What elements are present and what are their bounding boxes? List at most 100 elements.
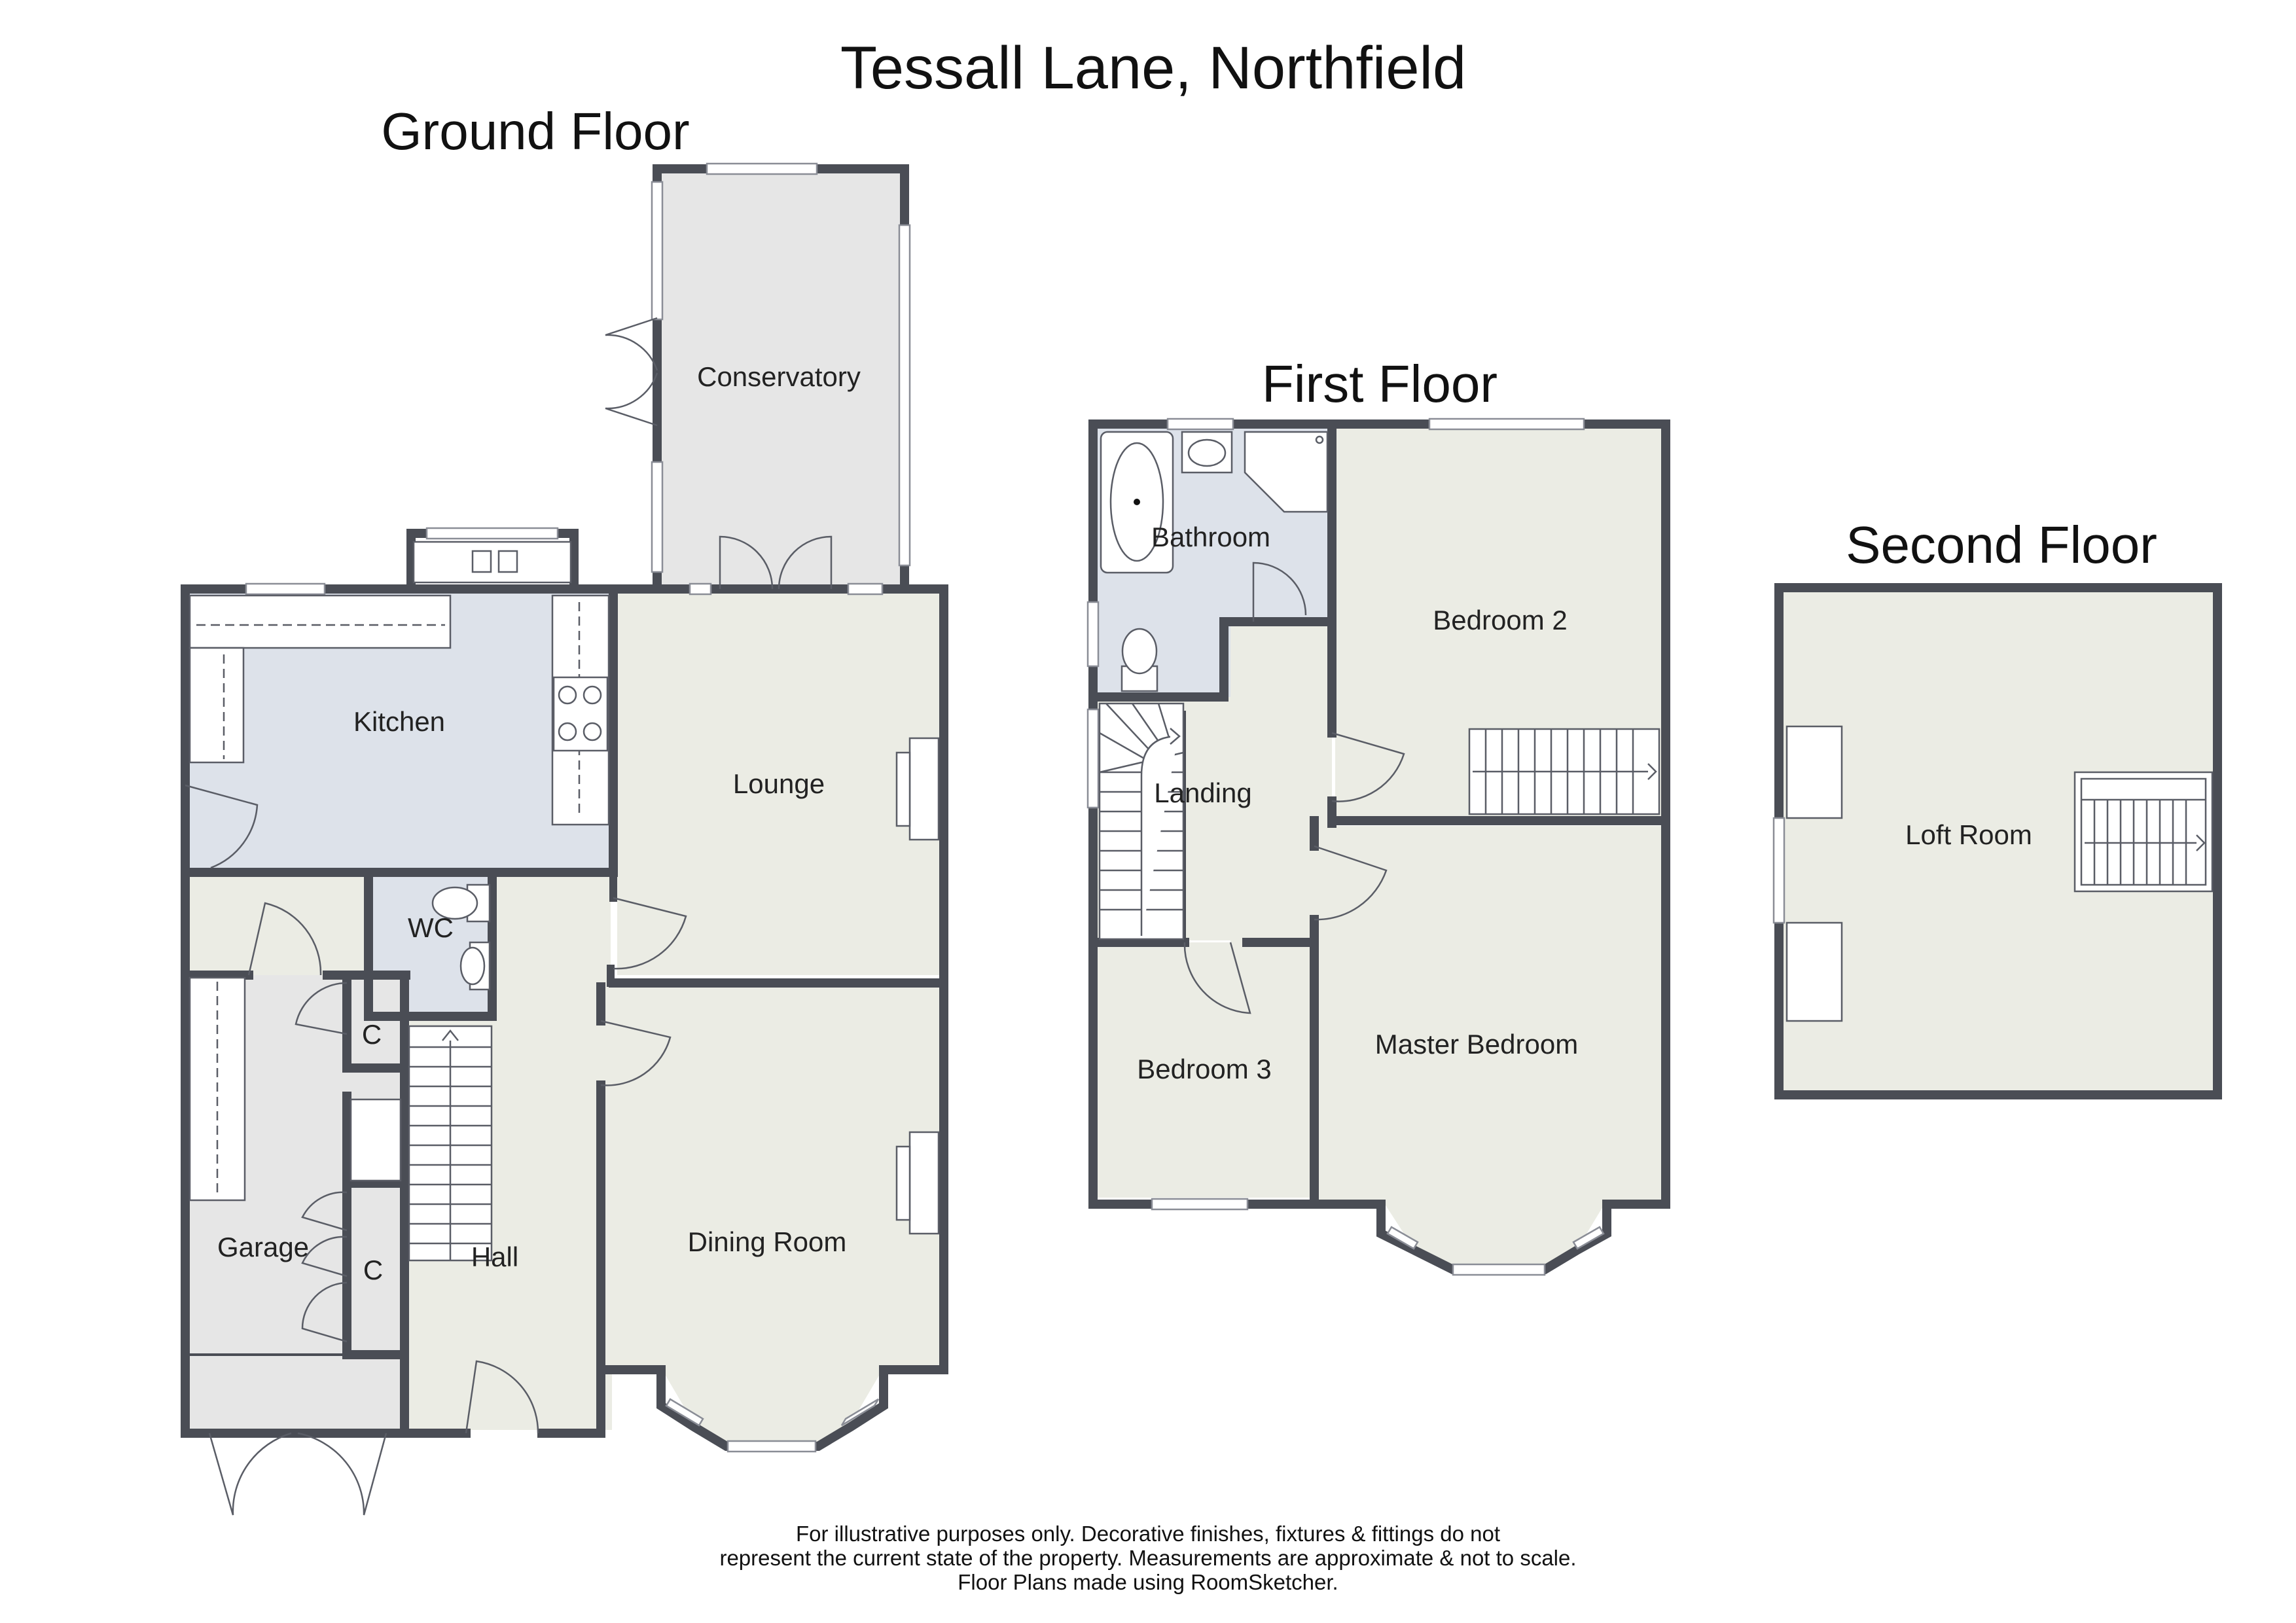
lounge-hearth (895, 751, 911, 827)
cupboard-1-walls (342, 971, 409, 1073)
loft-stair-opening (2073, 771, 2214, 893)
loft-eaves-storage-2 (1785, 921, 1843, 1022)
bedroom3-label: Bedroom 3 (1137, 1054, 1271, 1084)
kitchen-sink-counter (412, 541, 572, 584)
front-door (465, 1360, 539, 1434)
master-bay-floor (1382, 1200, 1607, 1266)
landing-label: Landing (1154, 777, 1251, 808)
bathroom-window (1166, 418, 1234, 431)
utility-door (247, 902, 322, 976)
wc-label: WC (408, 912, 454, 943)
wc-toilet-icon (431, 886, 478, 920)
loft-stairs (1468, 728, 1660, 815)
second-floor-title: Second Floor (1846, 516, 2157, 574)
bathroom-side-window (1086, 601, 1100, 668)
bedroom2-window (1428, 418, 1585, 431)
first-floor-outer-walls (1088, 419, 1670, 1274)
bath-toilet-icon (1121, 628, 1158, 675)
first-floor-title: First Floor (1262, 355, 1498, 413)
dining-bay-floor (661, 1368, 884, 1443)
hall-label: Hall (471, 1241, 518, 1272)
basin-icon (1187, 438, 1227, 467)
disclaimer: For illustrative purposes only. Decorati… (559, 1522, 1737, 1594)
dining-fireplace (908, 1131, 940, 1235)
conservatory-window-left-1 (651, 181, 664, 321)
disclaimer-line-1: For illustrative purposes only. Decorati… (795, 1522, 1501, 1546)
conservatory-window-top (706, 162, 818, 175)
kitchen-worktop-top (188, 594, 452, 649)
kitchen-back-door (185, 784, 259, 869)
conservatory-side-door-2 (605, 372, 658, 427)
bathroom-door (1252, 562, 1307, 622)
dining-floor (601, 987, 939, 1368)
kitchen-worktop-left (188, 647, 245, 764)
property-title: Tessall Lane, Northfield (840, 35, 1466, 101)
garage-label: Garage (217, 1232, 309, 1262)
bathroom-bottom-walls (1088, 617, 1336, 702)
utility-floor (185, 870, 366, 975)
hob-ring (558, 685, 577, 705)
bedroom2-door (1331, 732, 1405, 802)
bathroom-label: Bathroom (1151, 522, 1270, 552)
dining-hearth (895, 1145, 911, 1221)
conservatory-side-door-1 (605, 317, 658, 371)
ground-floor-title: Ground Floor (381, 102, 689, 160)
bedroom3-floor (1093, 942, 1310, 1198)
master-floor (1316, 826, 1666, 1200)
lounge-window-left (689, 582, 712, 596)
bedroom2-label: Bedroom 2 (1433, 605, 1567, 635)
store-walls (342, 1092, 409, 1188)
dining-bay-window-front (726, 1440, 817, 1453)
kitchen-label: Kitchen (353, 706, 445, 737)
conservatory-door-right (778, 535, 833, 590)
shower-head-icon (1315, 435, 1324, 444)
cupboard-2-door-2 (301, 1236, 348, 1277)
master-bay-window-front (1452, 1263, 1546, 1276)
master-bay-window-right (1572, 1226, 1605, 1250)
loft-label: Loft Room (1905, 819, 2032, 850)
second-floor-plan: Loft Room (1772, 583, 2222, 1099)
disclaimer-line-2: represent the current state of the prope… (719, 1546, 1577, 1570)
master-label: Master Bedroom (1375, 1029, 1578, 1060)
cupboard-label-1: C (362, 1019, 382, 1050)
conservatory-window-left-2 (651, 461, 664, 573)
kitchen-window-bay (425, 527, 559, 540)
master-door (1314, 845, 1388, 921)
lounge-floor (617, 588, 939, 975)
hob-ring (583, 722, 602, 741)
master-bay-window-left (1386, 1226, 1419, 1250)
wc-walls (364, 868, 497, 1021)
hob-ring (583, 685, 602, 705)
dining-bay-window-left (665, 1398, 704, 1427)
loft-eaves-storage-1 (1785, 725, 1843, 819)
disclaimer-line-3: Floor Plans made using RoomSketcher. (958, 1570, 1338, 1594)
conservatory-window-right (898, 224, 911, 567)
garage-outer-walls (181, 971, 409, 1438)
first-floor-stairs (1098, 702, 1185, 940)
kitchen-window (245, 582, 326, 596)
cupboard-2-door-1 (301, 1191, 348, 1232)
bath-plug-icon (1134, 499, 1140, 505)
dining-bay-window-right (840, 1398, 880, 1427)
sink-bowl-right (497, 550, 518, 573)
kitchen-walls (181, 584, 618, 980)
cupboard-2-door-3 (301, 1281, 348, 1343)
bedroom3-window (1151, 1198, 1249, 1211)
ground-floor-plan: Conservatory Kitchen Lounge WC C C Garag… (181, 162, 948, 1516)
shower-tray-icon (1244, 431, 1329, 513)
hob-ring (558, 722, 577, 741)
garage-door-right (297, 1432, 387, 1516)
garage-door-left (208, 1432, 292, 1516)
dining-door (600, 1020, 672, 1086)
lounge-fireplace (908, 737, 940, 841)
conservatory-floor (657, 169, 905, 586)
sink-bowl-left (471, 550, 492, 573)
garage-store (350, 1098, 402, 1182)
wc-basin-icon (459, 946, 486, 986)
lounge-door (613, 897, 687, 970)
cupboard-1-door (295, 982, 348, 1035)
lounge-window-right (847, 582, 884, 596)
landing-floor (1230, 622, 1332, 949)
first-floor-plan: Bathroom Bedroom 2 Landing Bedroom 3 Mas… (1086, 418, 1670, 1276)
